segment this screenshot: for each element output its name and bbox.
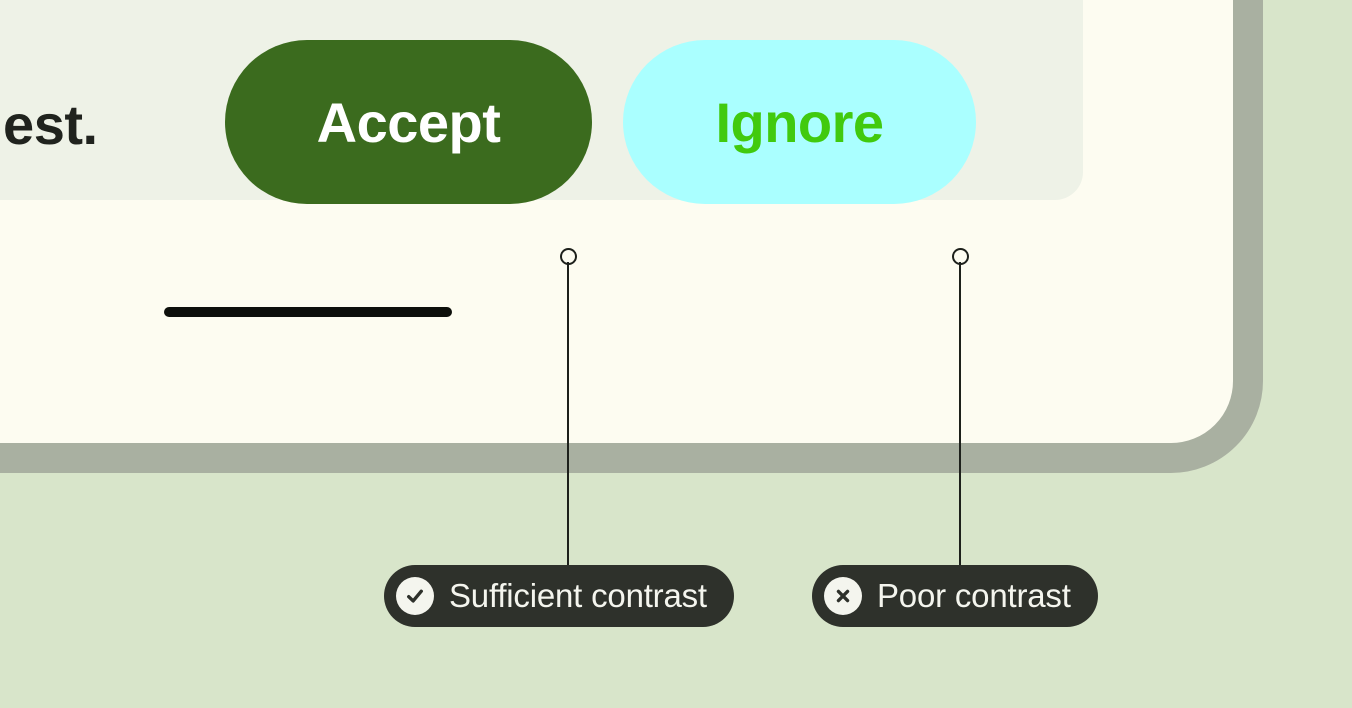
connector-dot-ignore: [952, 248, 969, 265]
x-circle-icon: [824, 577, 862, 615]
check-circle-icon: [396, 577, 434, 615]
sufficient-contrast-label: Sufficient contrast: [449, 577, 707, 614]
connector-line-accept: [567, 262, 569, 565]
message-text: a request.: [0, 93, 98, 156]
ignore-button[interactable]: Ignore: [623, 40, 976, 204]
home-indicator: [164, 307, 452, 317]
connector-line-ignore: [959, 262, 961, 565]
poor-contrast-callout: Poor contrast: [812, 565, 1098, 627]
accept-button[interactable]: Accept: [225, 40, 592, 204]
connector-dot-accept: [560, 248, 577, 265]
sufficient-contrast-callout: Sufficient contrast: [384, 565, 734, 627]
poor-contrast-label: Poor contrast: [877, 577, 1071, 614]
message-card: a request. Accept Ignore: [0, 0, 1083, 204]
phone-frame: a request. Accept Ignore: [0, 0, 1263, 473]
